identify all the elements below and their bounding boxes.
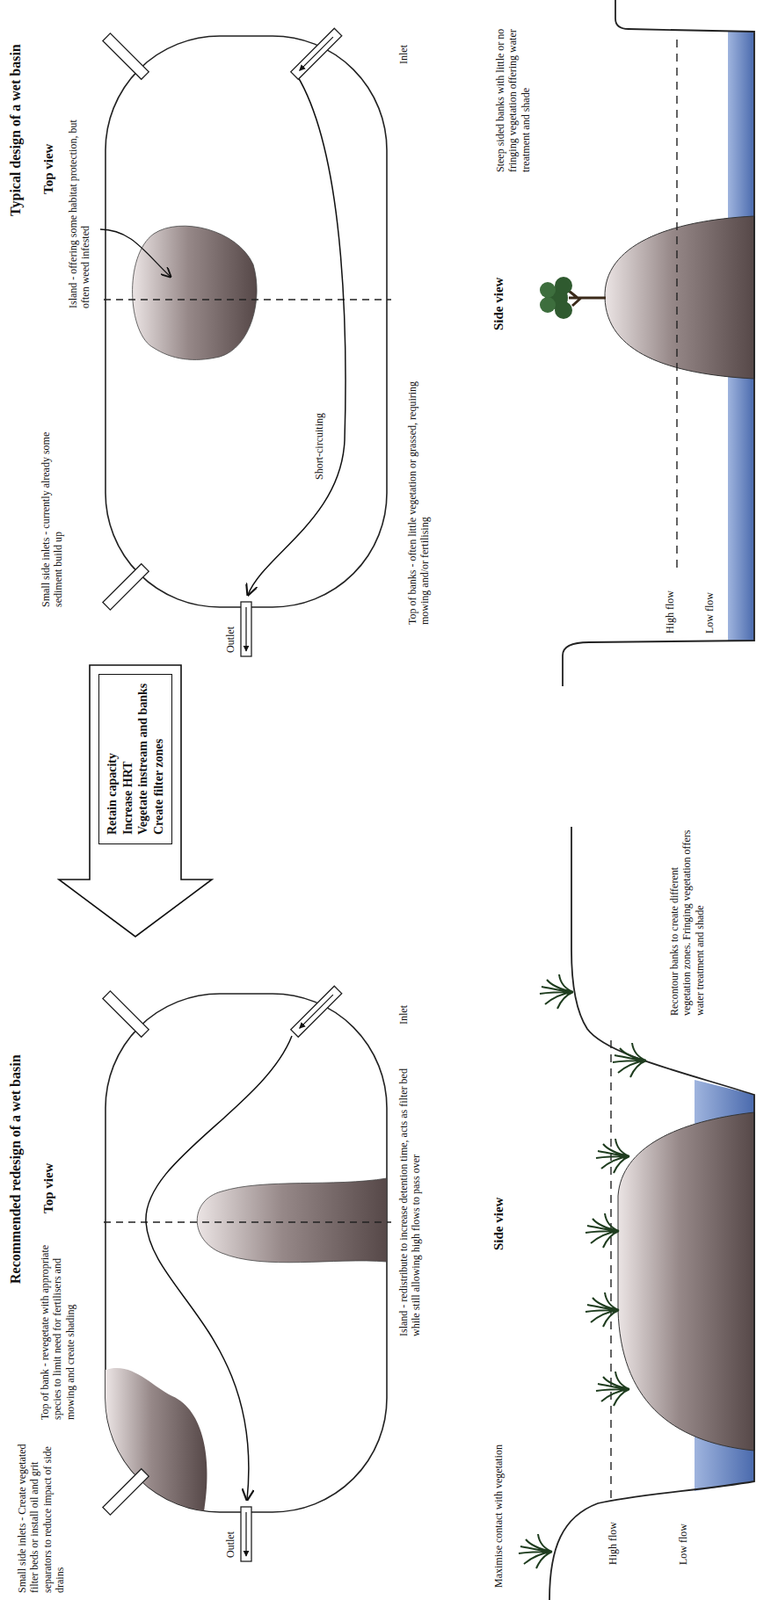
leader-arrow [100,229,171,277]
outlet-pipe [240,1507,252,1563]
view-title: Side view [490,1198,507,1252]
vegetation [596,1372,630,1407]
level-label: Low flow [676,1524,690,1566]
redesign-side-view [518,827,755,1600]
flow-label: Short-circuiting [312,413,326,481]
island-mound [618,1112,755,1452]
side-inlet-pipe [102,991,149,1038]
basin-outline [105,36,387,608]
callout-note: Top of banks - often little vegetation o… [406,361,432,626]
box-text: Increase HRT [120,683,137,836]
tree [539,276,606,320]
pipe-label: Outlet [224,1532,237,1559]
view-title: Side view [490,277,507,331]
level-label: High flow [606,1522,619,1566]
side-inlet-pipe [102,1469,149,1516]
high-flow-line [676,36,677,568]
pipe-label: Inlet [397,44,410,65]
redesign-top-view [102,986,392,1563]
vegetation [585,1293,619,1328]
section-line [103,1221,392,1223]
pipe-label: Outlet [224,626,237,654]
callout-note: Small side inlets - currently already so… [39,422,66,608]
inlet-pipe [290,28,342,80]
callout-note: Island - offering some habitat protectio… [66,106,93,309]
level-label: High flow [663,590,677,634]
vegetation [612,1043,647,1078]
big-arrow [58,665,212,938]
basin-outline [105,994,387,1513]
panel-title: Typical design of a wet basin [7,43,24,217]
view-title: Top view [40,1163,57,1215]
inlet-pipe [290,986,342,1038]
side-inlet-pipe [102,564,149,611]
box-text: Vegetate instream and banks [135,683,152,836]
island [132,225,257,360]
section-line [103,298,392,300]
box-text: Retain capacity [104,683,121,836]
pipe-label: Inlet [397,1005,410,1026]
vegetation [539,974,574,1010]
callout-note: Small side inlets - Create vegetated fil… [15,1422,67,1594]
box-text: Create filter zones [151,683,168,836]
island-mound [604,216,755,379]
callout-note: Maximise contact with vegetation [492,1445,505,1589]
vegetation [585,1214,619,1249]
callout-note: Recontour banks to create different vege… [668,827,706,1017]
side-inlet-pipe [102,33,149,80]
message-box: Retain capacityIncrease HRTVegetate inst… [98,674,173,845]
outlet-pipe [240,602,252,657]
flow-arrow [145,1036,292,1501]
island [196,1178,387,1264]
high-flow-line [610,1038,611,1499]
vegetation [518,1534,553,1570]
view-title: Top view [40,144,57,195]
bank-profile [562,0,755,687]
callout-note: Island - redistribute to increase detent… [397,1047,423,1338]
vegetation [596,1139,630,1174]
panel-title: Recommended redesign of a wet basin [7,1054,24,1285]
typical-top-view [100,28,392,657]
flow-arrow [247,75,346,596]
typical-side-view [539,0,755,687]
bank-profile [549,827,755,1600]
callout-note: Top of bank - revegetate with appropriat… [38,1231,77,1421]
level-label: Low flow [703,592,716,634]
callout-note: Steep sided banks with little or no frin… [494,5,532,173]
